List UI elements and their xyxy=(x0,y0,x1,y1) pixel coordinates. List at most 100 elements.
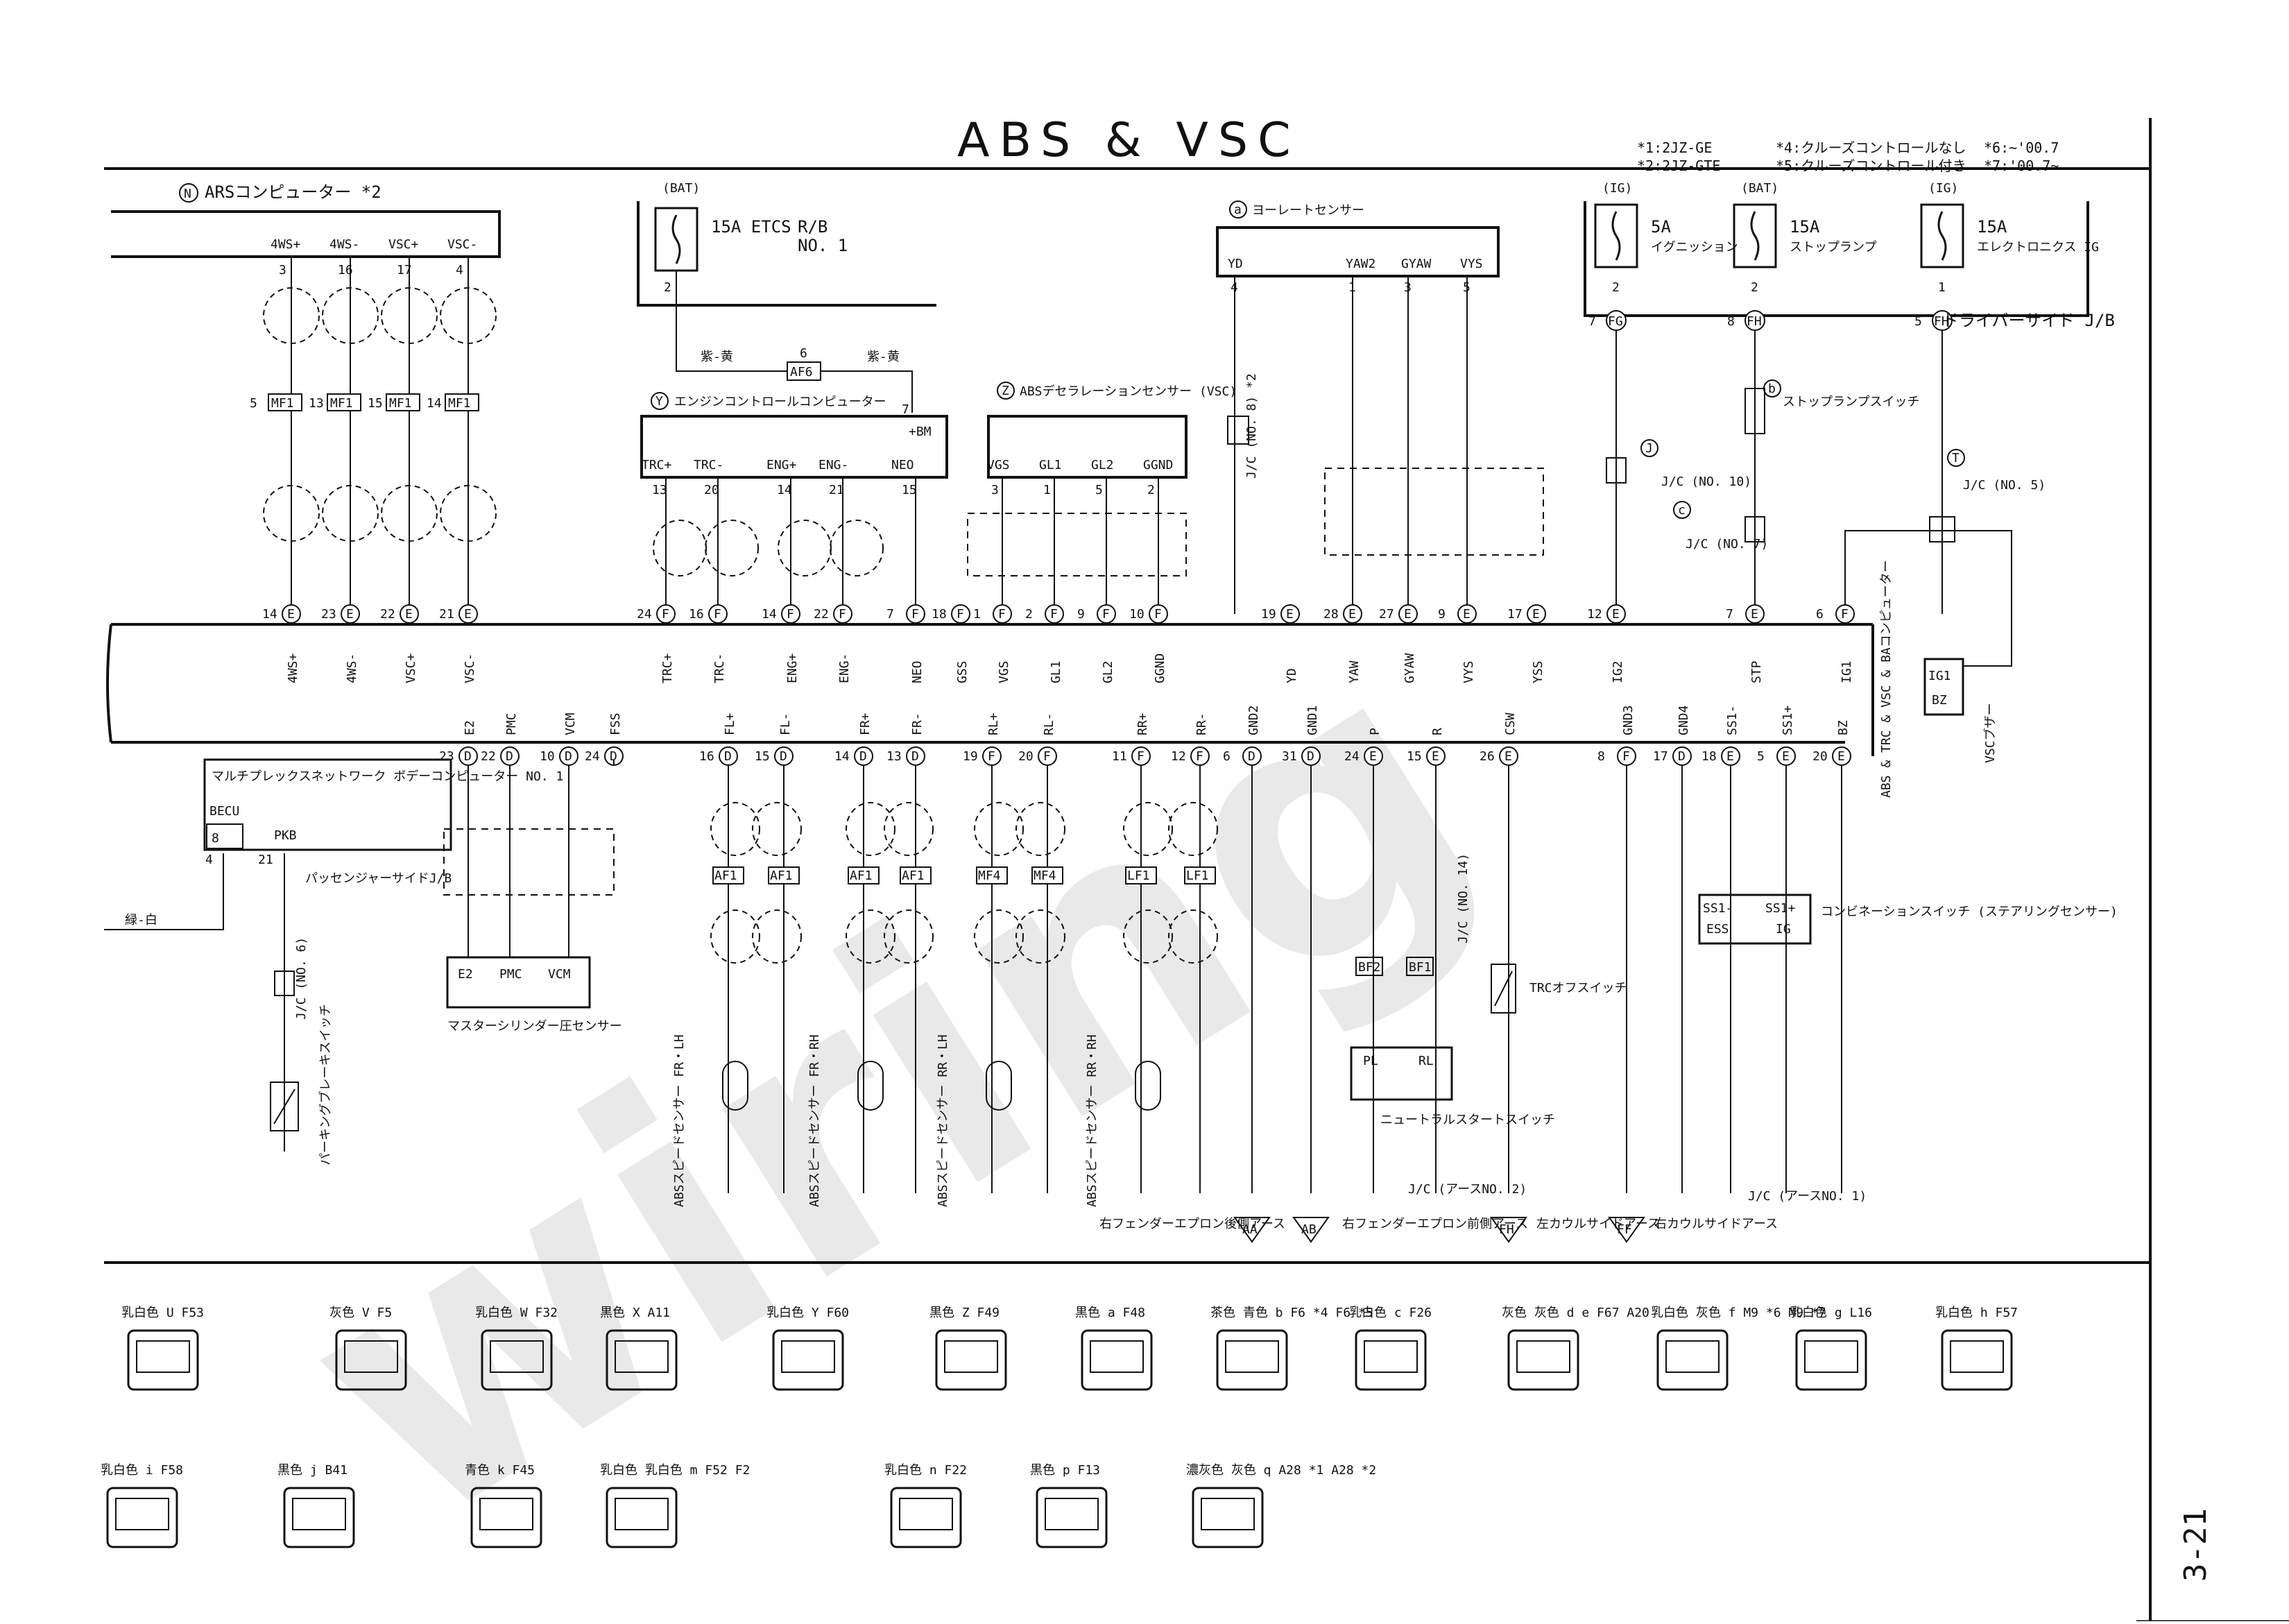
stop-switch-box xyxy=(1744,388,1765,434)
main-bottom-label: RL+ xyxy=(986,712,1001,735)
main-top-label: GL1 xyxy=(1049,660,1063,683)
ground-label: 右カウルサイドアース xyxy=(1654,1217,1778,1231)
connector-pin-grid xyxy=(1364,1340,1418,1373)
vsc-buzzer: IG1 BZ VSCブザー xyxy=(1923,658,1998,763)
note-5: *5:クルーズコントロール付き xyxy=(1776,157,1966,174)
main-top-label: GYAW xyxy=(1403,653,1417,683)
ars-main-pin-letter: E xyxy=(405,607,413,622)
fuse-conn: FH xyxy=(1747,314,1762,329)
pkb-pin: 21 xyxy=(258,853,273,867)
twist-oval xyxy=(322,287,379,344)
mf1-pin: 5 xyxy=(250,396,257,411)
main-bottom-pin-letter: D xyxy=(506,749,513,764)
fuse-conn-pin: 8 xyxy=(1727,314,1735,329)
ig1-main-pin-bubble xyxy=(1835,604,1855,624)
main-bottom-pin-num: 20 xyxy=(1812,749,1828,764)
g-pin: 4 xyxy=(205,853,213,867)
ars-pin-label: VSC+ xyxy=(388,237,419,252)
main-top-label: TRC- xyxy=(712,653,727,683)
main-top-label: TRC+ xyxy=(660,653,675,683)
ecm-main-pin-letter: F xyxy=(662,607,669,622)
ecm-marker: Y xyxy=(655,394,663,409)
fuse-name: エレクトロニクス IG xyxy=(1977,240,2099,255)
decel-sensor: Z ABSデセラレーションセンサー (VSC) VGS3GL11GL25GGND… xyxy=(932,382,1237,624)
main-bottom-pin-letter: E xyxy=(1726,749,1734,764)
ig1-main-pin-num: 6 xyxy=(1816,607,1824,622)
connector-pin-grid xyxy=(1665,1340,1720,1373)
fuse-supply: (BAT) xyxy=(1741,181,1778,196)
twist-oval xyxy=(752,909,802,964)
main-top-label: VYS xyxy=(1461,660,1476,683)
connector-caption: 黒色 p F13 xyxy=(1030,1463,1100,1478)
ars-pin-no: 4 xyxy=(456,263,463,277)
shield-box xyxy=(1324,468,1544,556)
main-bottom-pin-letter: D xyxy=(464,749,472,764)
yaw-main-pin-num: 17 xyxy=(1507,607,1523,622)
main-bottom-pin-num: 24 xyxy=(585,749,600,764)
connector-face xyxy=(1081,1329,1153,1391)
comb-ss1m: SS1- xyxy=(1703,901,1733,916)
main-bottom-pin-num: 6 xyxy=(1223,749,1231,764)
main-bottom-label: FR- xyxy=(910,712,925,735)
main-ecu-name: ABS & TRC & VSC & BAコンピューター xyxy=(1879,560,1894,798)
main-top-label: NEO xyxy=(910,660,925,683)
connector-pin-grid xyxy=(781,1340,835,1373)
speed-conn: AF1 xyxy=(714,869,737,883)
jc8-box xyxy=(1227,416,1249,445)
main-bottom-pin-letter: E xyxy=(1504,749,1512,764)
connector-caption: 乳白色 W F32 xyxy=(475,1306,558,1320)
speed-conn: AF1 xyxy=(770,869,793,883)
etcs-wire-color-1: 紫-黄 xyxy=(701,350,733,364)
decel-pin-no: 2 xyxy=(1147,483,1155,497)
main-bottom-pin-num: 26 xyxy=(1480,749,1495,764)
fuse-rating: 15A xyxy=(1977,217,2007,237)
main-bottom-label: SS1+ xyxy=(1781,705,1795,735)
note-1: *1:2JZ-GE xyxy=(1637,139,1712,156)
connector-pin-grid xyxy=(344,1340,398,1373)
note-4: *4:クルーズコントロールなし xyxy=(1776,139,1966,156)
ground-symbol xyxy=(1608,1217,1645,1243)
connector-pin-grid xyxy=(1090,1340,1144,1373)
ecm-main-pin-letter: F xyxy=(787,607,794,622)
connector-caption: 濃灰色 灰色 q A28 *1 A28 *2 xyxy=(1186,1463,1376,1478)
twist-oval xyxy=(1168,802,1218,856)
master-pmc: PMC xyxy=(499,967,522,982)
becu-label: BECU xyxy=(209,804,239,819)
main-top-label: GSS xyxy=(955,660,970,683)
neutral-pl: PL xyxy=(1363,1054,1378,1068)
fuse-rating: 15A xyxy=(1790,217,1820,237)
twist-oval xyxy=(974,802,1024,856)
watermark-text: wiring xyxy=(236,576,1538,1607)
connector-face xyxy=(481,1329,553,1391)
master-cylinder-sensor: E2 PMC VCM マスターシリンダー圧センサー xyxy=(443,828,622,1034)
neutral-name: ニュートラルスタートスイッチ xyxy=(1380,1113,1555,1127)
etcs-pin: 2 xyxy=(664,280,671,295)
connector-face xyxy=(606,1329,678,1391)
ecm-name: エンジンコントロールコンピューター xyxy=(674,395,886,409)
main-top-label: ENG- xyxy=(837,653,852,683)
connector-caption: 乳白色 灰色 f M9 *6 M9 *7 xyxy=(1651,1306,1826,1320)
main-top-label: YSS xyxy=(1531,660,1545,683)
speed-conn-box xyxy=(768,866,800,884)
ecm-pin-no: 21 xyxy=(829,483,844,497)
twist-oval xyxy=(440,485,497,542)
yaw-rate-sensor: a ヨーレートセンサー J/C (NO. 8) *2 YD4YAW21GYAW3… xyxy=(1216,200,1546,624)
mf1-box xyxy=(268,393,302,411)
main-top-label: VGS xyxy=(997,660,1011,683)
watermark: wiring xyxy=(236,576,1538,1607)
connector-face xyxy=(1656,1329,1729,1391)
ars-main-pin-num: 14 xyxy=(262,607,277,622)
ecm-main-pin-letter: F xyxy=(839,607,846,622)
twist-oval xyxy=(752,802,802,856)
note-7: *7:'00.7~ xyxy=(1984,157,2059,174)
twist-oval xyxy=(846,802,895,856)
note-6: *6:~'00.7 xyxy=(1984,139,2059,156)
speed-conn-box xyxy=(1125,866,1157,884)
main-bottom-label: GND2 xyxy=(1246,706,1261,735)
jc6-name: J/C (NO. 6) xyxy=(294,937,309,1020)
twist-oval xyxy=(1015,802,1065,856)
mf1-label: MF1 xyxy=(389,396,412,411)
notes: *1:2JZ-GE *2:2JZ-GTE *4:クルーズコントロールなし *5:… xyxy=(1637,139,2059,174)
speed-conn-box xyxy=(1031,866,1063,884)
